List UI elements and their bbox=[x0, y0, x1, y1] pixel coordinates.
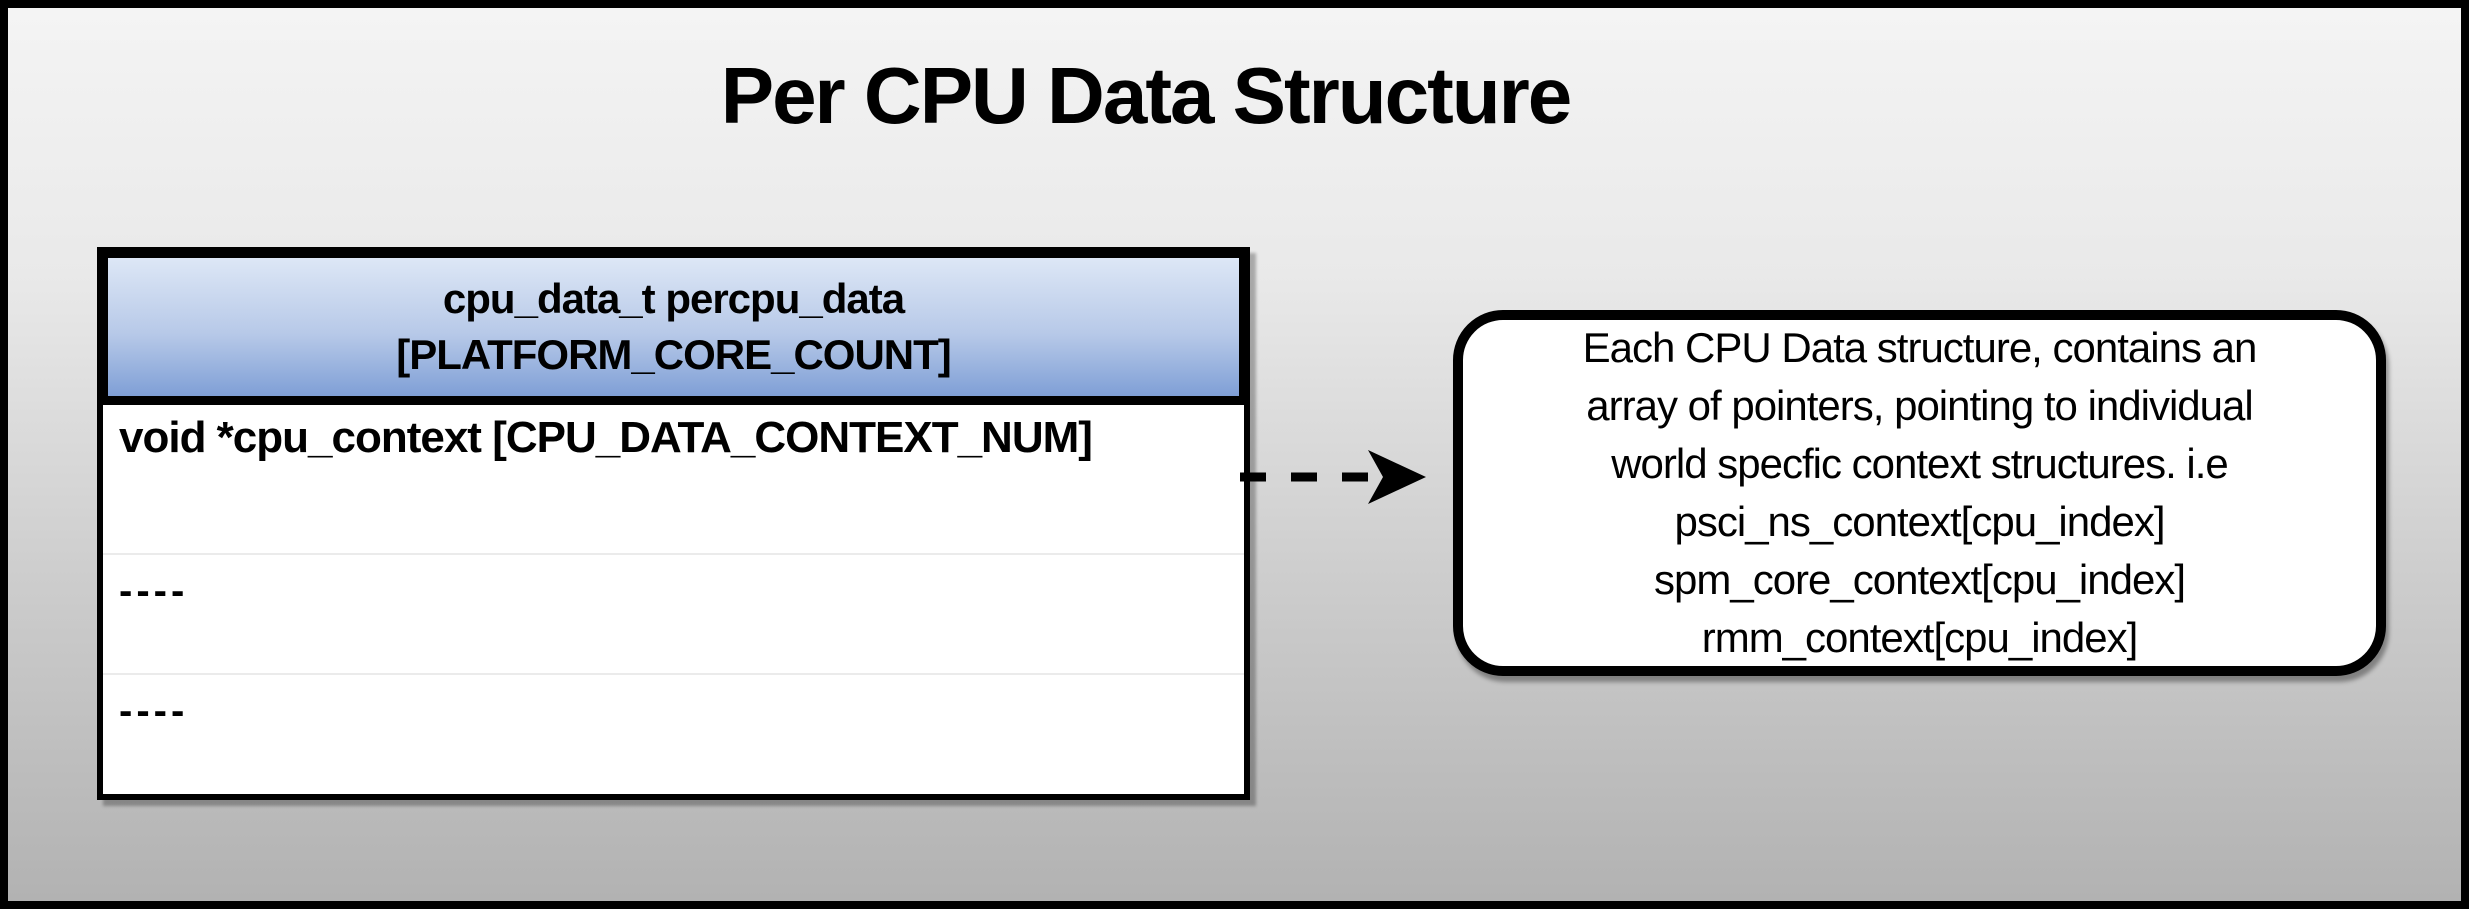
table-row-cpu-context: void *cpu_context [CPU_DATA_CONTEXT_NUM] bbox=[119, 413, 1093, 462]
dashed-arrow bbox=[1240, 450, 1426, 504]
table-row-placeholder-2: ---- bbox=[103, 673, 1244, 794]
percpu-data-table: cpu_data_t percpu_data [PLATFORM_CORE_CO… bbox=[97, 247, 1250, 800]
diagram-title: Per CPU Data Structure bbox=[720, 51, 1573, 140]
callout-line: spm_core_context[cpu_index] bbox=[1654, 556, 2186, 603]
callout-line: Each CPU Data structure, contains an bbox=[1582, 324, 2258, 371]
callout-line: psci_ns_context[cpu_index] bbox=[1674, 498, 2166, 545]
table-header-line-2: [PLATFORM_CORE_COUNT] bbox=[396, 331, 952, 378]
callout-line: array of pointers, pointing to individua… bbox=[1586, 382, 2253, 429]
table-header-line-1: cpu_data_t percpu_data bbox=[442, 275, 905, 322]
table-row-placeholder-1: ---- bbox=[103, 553, 1244, 673]
callout-box: Each CPU Data structure, contains an arr… bbox=[1453, 310, 2386, 676]
callout-line: rmm_context[cpu_index] bbox=[1701, 614, 2139, 661]
callout-line: world specfic context structures. i.e bbox=[1611, 440, 2229, 487]
table-header: cpu_data_t percpu_data [PLATFORM_CORE_CO… bbox=[103, 253, 1244, 405]
dashed-arrow-head-icon bbox=[1368, 450, 1426, 504]
